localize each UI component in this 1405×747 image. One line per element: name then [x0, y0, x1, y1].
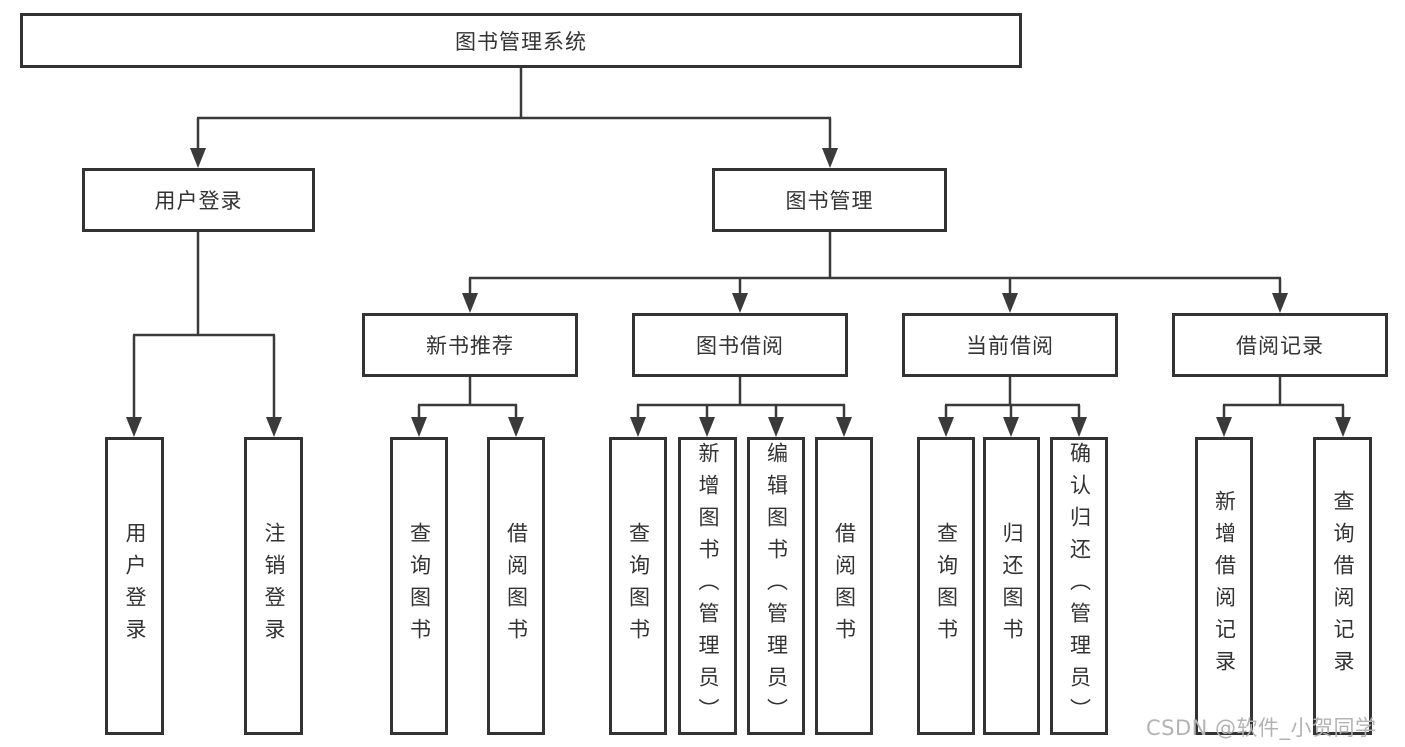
leaf-br-query-record: 查询借阅记录: [1313, 437, 1372, 735]
arrow-down-icon: [699, 417, 715, 437]
node-book-borrow: 图书借阅: [632, 313, 848, 377]
arrow-down-icon: [1272, 293, 1288, 313]
leaf-br-add-record: 新增借阅记录: [1195, 437, 1253, 735]
leaf-bb-query-books-label: 查询图书: [626, 522, 651, 650]
leaf-cb-return-books-label: 归还图书: [1000, 522, 1024, 650]
connector-user-login-to-leaves: [132, 232, 276, 419]
leaf-cb-query-books: 查询图书: [917, 437, 975, 735]
connector-book-mgmt-to-level3: [468, 232, 1282, 296]
arrow-down-icon: [1003, 417, 1019, 437]
node-book-management: 图书管理: [712, 168, 947, 232]
leaf-cb-confirm-return-admin: 确认归还（管理员）: [1050, 437, 1108, 735]
leaf-logout-label: 注销登录: [262, 522, 286, 650]
connector-book-borrow-to-leaves: [636, 377, 846, 419]
node-book-management-label: 图书管理: [785, 189, 874, 213]
node-root: 图书管理系统: [20, 13, 1022, 68]
arrow-down-icon: [1002, 293, 1018, 313]
node-new-book-recommend-label: 新书推荐: [426, 334, 514, 358]
arrow-down-icon: [190, 148, 206, 168]
node-book-borrow-label: 图书借阅: [696, 334, 784, 358]
leaf-rec-borrow-books-label: 借阅图书: [504, 522, 529, 650]
leaf-bb-edit-books-admin-label: 编辑图书（管理员）: [764, 442, 789, 730]
arrow-down-icon: [822, 148, 838, 168]
connector-current-borrow-to-leaves: [944, 377, 1081, 419]
connector-new-book-rec-to-leaves: [417, 377, 518, 419]
leaf-cb-return-books: 归还图书: [983, 437, 1040, 735]
arrow-down-icon: [126, 417, 142, 437]
leaf-br-query-record-label: 查询借阅记录: [1331, 490, 1355, 682]
leaf-cb-query-books-label: 查询图书: [934, 522, 959, 650]
arrow-down-icon: [1216, 417, 1232, 437]
leaf-user-login-label: 用户登录: [123, 522, 147, 650]
leaf-bb-query-books: 查询图书: [609, 437, 667, 735]
arrow-down-icon: [462, 293, 478, 313]
arrow-down-icon: [732, 293, 748, 313]
node-user-login-label: 用户登录: [154, 189, 243, 213]
arrow-down-icon: [1071, 417, 1087, 437]
arrow-down-icon: [266, 417, 282, 437]
leaf-logout: 注销登录: [244, 437, 303, 735]
leaf-bb-borrow-books: 借阅图书: [815, 437, 873, 735]
leaf-bb-edit-books-admin: 编辑图书（管理员）: [747, 437, 805, 735]
leaf-cb-confirm-return-admin-label: 确认归还（管理员）: [1067, 442, 1092, 730]
node-current-borrow: 当前借阅: [902, 313, 1118, 377]
leaf-rec-query-books-label: 查询图书: [407, 522, 432, 650]
connector-root-to-level2: [196, 68, 832, 150]
node-new-book-recommend: 新书推荐: [362, 313, 578, 377]
arrow-down-icon: [836, 417, 852, 437]
arrow-down-icon: [630, 417, 646, 437]
node-borrow-records-label: 借阅记录: [1236, 334, 1324, 358]
node-current-borrow-label: 当前借阅: [966, 334, 1054, 358]
node-borrow-records: 借阅记录: [1172, 313, 1388, 377]
node-root-label: 图书管理系统: [455, 29, 587, 54]
node-user-login: 用户登录: [82, 168, 315, 232]
arrow-down-icon: [508, 417, 524, 437]
arrow-down-icon: [411, 417, 427, 437]
arrow-down-icon: [768, 417, 784, 437]
leaf-bb-add-books-admin: 新增图书（管理员）: [678, 437, 737, 735]
leaf-rec-borrow-books: 借阅图书: [487, 437, 545, 735]
leaf-bb-borrow-books-label: 借阅图书: [832, 522, 857, 650]
watermark: CSDN @软件_小贺同学: [1146, 716, 1377, 740]
leaf-rec-query-books: 查询图书: [390, 437, 448, 735]
connector-borrow-records-to-leaves: [1222, 377, 1345, 419]
arrow-down-icon: [1335, 417, 1351, 437]
leaf-user-login: 用户登录: [105, 437, 164, 735]
leaf-bb-add-books-admin-label: 新增图书（管理员）: [696, 442, 720, 730]
leaf-br-add-record-label: 新增借阅记录: [1212, 490, 1237, 682]
arrow-down-icon: [938, 417, 954, 437]
